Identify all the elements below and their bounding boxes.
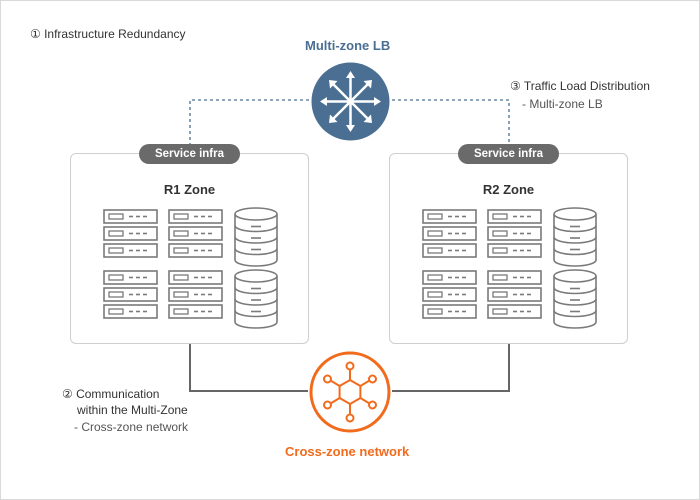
server-rack-icon	[103, 270, 158, 319]
load-balancer-icon	[309, 60, 392, 143]
infrastructure-redundancy-label: ① Infrastructure Redundancy	[30, 27, 186, 41]
server-rack-icon	[103, 209, 158, 258]
zone-r2: R2 Zone	[389, 153, 628, 344]
lb-to-r1-line	[189, 99, 309, 144]
communication-label-line2: within the Multi-Zone	[77, 403, 188, 417]
server-rack-icon	[487, 270, 542, 319]
database-icon	[553, 207, 597, 267]
server-rack-icon	[168, 209, 223, 258]
zone-r2-servers	[422, 207, 597, 329]
server-rack-icon	[168, 270, 223, 319]
lb-label: Multi-zone LB	[305, 38, 391, 53]
communication-sub: - Cross-zone network	[74, 420, 189, 434]
server-rack-icon	[487, 209, 542, 258]
network-hub-icon	[308, 350, 392, 434]
zone-r1-title: R1 Zone	[163, 182, 216, 197]
server-rack-icon	[422, 270, 477, 319]
zone-r1-servers	[103, 207, 278, 329]
database-icon	[553, 269, 597, 329]
traffic-distribution-sub: - Multi-zone LB	[522, 97, 603, 111]
cross-zone-network-label: Cross-zone network	[285, 444, 410, 459]
service-infra-badge-r1: Service infra	[139, 144, 240, 164]
service-infra-badge-r2: Service infra	[458, 144, 559, 164]
r2-to-network-line	[392, 342, 510, 392]
communication-label-line1: ② Communication	[62, 387, 160, 401]
r1-to-network-line	[189, 342, 308, 392]
zone-r2-title: R2 Zone	[482, 182, 535, 197]
database-icon	[234, 207, 278, 267]
zone-r1: R1 Zone	[70, 153, 309, 344]
server-rack-icon	[422, 209, 477, 258]
database-icon	[234, 269, 278, 329]
lb-to-r2-line	[392, 99, 510, 144]
traffic-distribution-label: ③ Traffic Load Distribution	[510, 79, 650, 93]
